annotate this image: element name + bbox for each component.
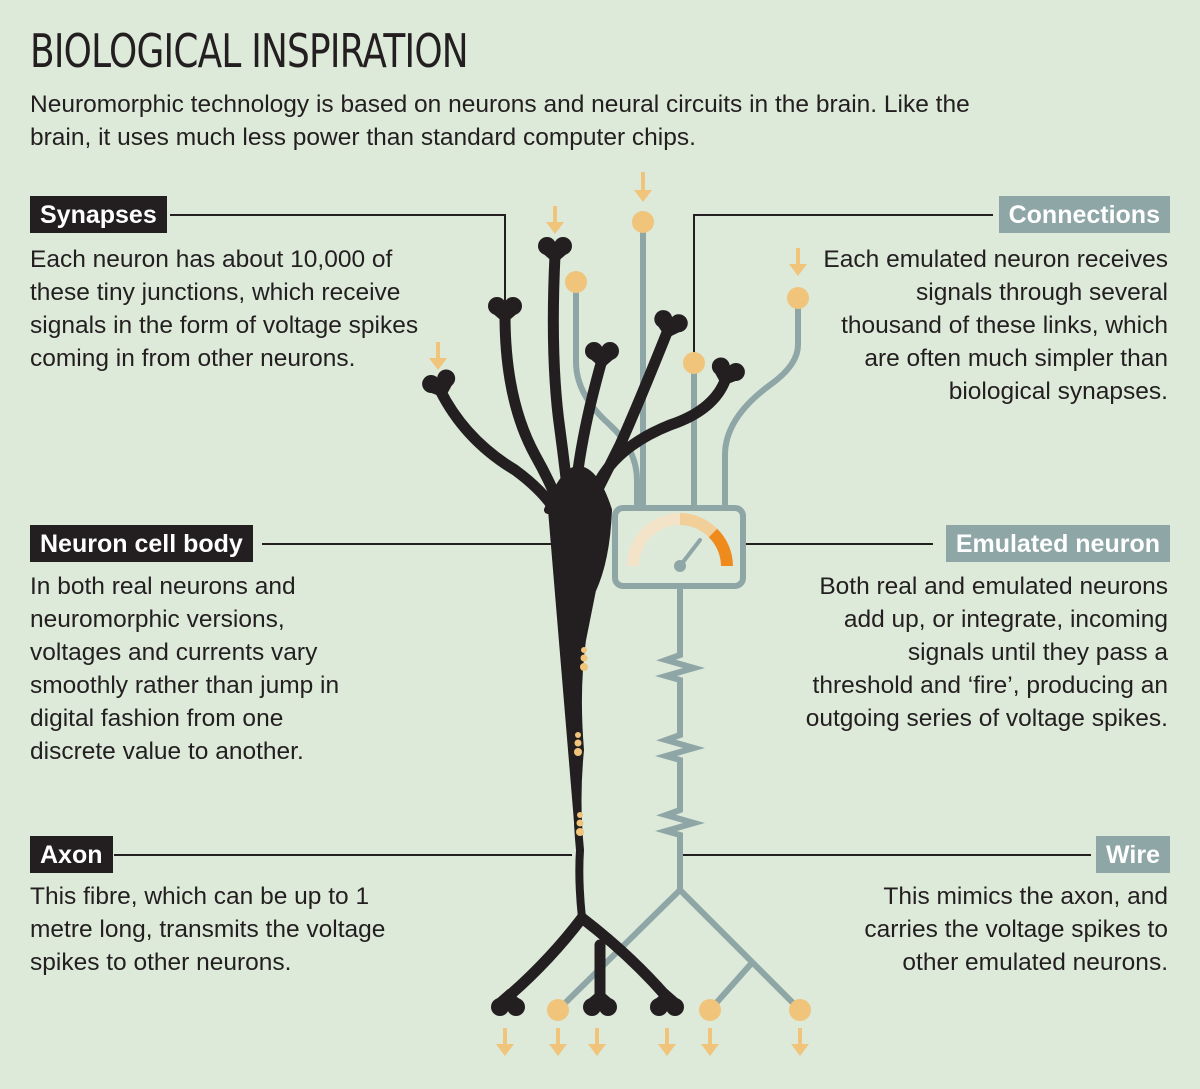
- synapse-icon: [422, 369, 456, 399]
- biological-neuron: [434, 249, 732, 1001]
- wire-spikes: [655, 583, 705, 893]
- axon-signal-dots: [574, 647, 588, 836]
- axon-label: Axon: [30, 836, 113, 873]
- synapse-icon: [488, 297, 522, 324]
- page-title: BIOLOGICAL INSPIRATION: [30, 24, 469, 78]
- emulated-neuron: [555, 219, 803, 1013]
- threshold-gauge-icon: [627, 513, 733, 572]
- synapses-leader-line: [170, 214, 506, 305]
- arrow-down-icon: [789, 248, 807, 276]
- connection-wire: [573, 279, 640, 511]
- signal-arrows: [429, 172, 809, 1056]
- synapse-icon: [491, 989, 525, 1016]
- arrow-down-icon: [658, 1028, 676, 1056]
- connections-leader-line: [693, 214, 993, 362]
- synapse-icon: [583, 989, 617, 1016]
- arrow-down-icon: [634, 172, 652, 202]
- cell-body-and-axon: [544, 466, 612, 922]
- emulated-neuron-label: Emulated neuron: [945, 525, 1170, 562]
- connection-wire: [722, 295, 801, 511]
- arrow-down-icon: [701, 1028, 719, 1056]
- synapses-description: Each neuron has about 10,000 of these ti…: [30, 246, 419, 372]
- connections-description: Each emulated neuron receives signals th…: [823, 246, 1168, 405]
- cell-body-label: Neuron cell body: [30, 525, 253, 562]
- synapse-icon: [538, 237, 572, 264]
- axon-terminal: [576, 912, 671, 1001]
- synapse-heads: [422, 237, 745, 1016]
- dendrite: [582, 372, 732, 521]
- wire-label: Wire: [1096, 836, 1170, 873]
- axon-terminal: [504, 912, 588, 1001]
- dendrite: [434, 384, 564, 521]
- cell-body-description: In both real neurons and neuromorphic ve…: [30, 573, 340, 765]
- arrow-down-icon: [549, 1028, 567, 1056]
- emulated-neuron-description: Both real and emulated neurons add up, o…: [805, 573, 1168, 732]
- synapses-label: Synapses: [30, 196, 167, 233]
- leader-lines: [114, 214, 1091, 856]
- connections-label: Connections: [998, 196, 1170, 233]
- arrow-down-icon: [588, 1028, 606, 1056]
- axon-description: This fibre, which can be up to 1 metre l…: [30, 883, 386, 976]
- synapse-icon: [711, 357, 745, 387]
- wire-branch: [677, 887, 803, 1013]
- wire-description: This mimics the axon, and carries the vo…: [864, 883, 1168, 976]
- arrow-down-icon: [791, 1028, 809, 1056]
- synapse-icon: [585, 342, 619, 369]
- page-subtitle: Neuromorphic technology is based on neur…: [30, 91, 970, 151]
- arrow-down-icon: [429, 342, 447, 370]
- arrow-down-icon: [546, 206, 564, 234]
- connection-nodes: [547, 211, 811, 1021]
- arrow-down-icon: [496, 1028, 514, 1056]
- synapse-icon: [654, 310, 688, 339]
- synapse-icon: [650, 989, 684, 1016]
